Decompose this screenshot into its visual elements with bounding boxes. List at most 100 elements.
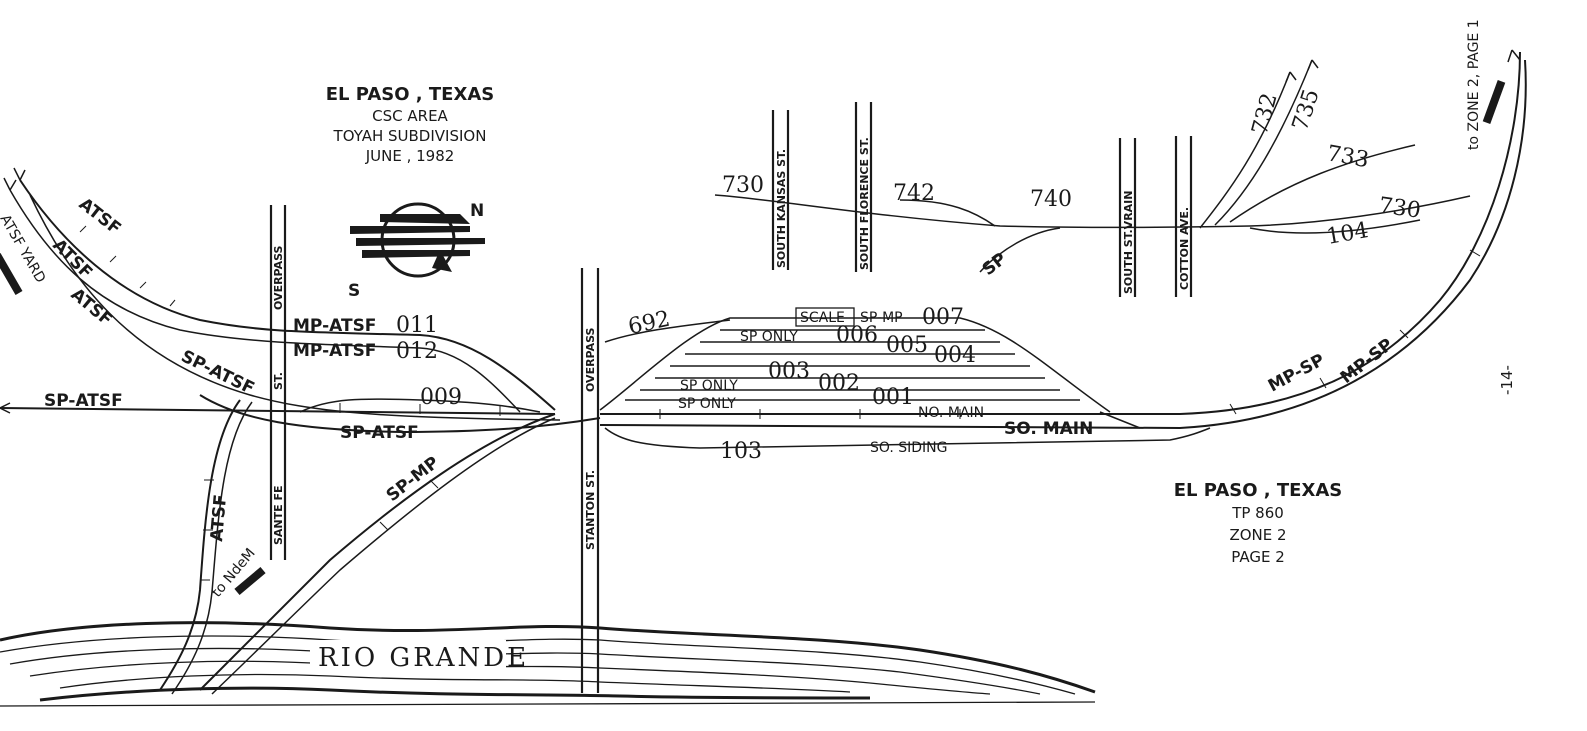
track-sp-branch: [979, 227, 1061, 273]
label-t730-right: 730: [1377, 193, 1422, 224]
street-kansas: [771, 110, 790, 270]
label-sp-atsf-upper: SP-ATSF: [178, 347, 258, 399]
track-732: [1199, 71, 1291, 229]
compass-north: N: [470, 201, 484, 221]
street-label-santa-fe-overpass: OVERPASS: [272, 245, 285, 310]
footer-line-2: TP 860: [1231, 504, 1284, 522]
footer-line-4: PAGE 2: [1231, 548, 1285, 566]
track-sp-upper: [714, 194, 1471, 229]
label-t003: 003: [768, 359, 810, 384]
label-t012: 012: [396, 339, 438, 364]
page-number: -14-: [1498, 365, 1516, 395]
track-735: [1214, 59, 1313, 226]
label-t007-owner: SP-MP: [860, 310, 903, 326]
track-mp-sp-main: [600, 51, 1521, 415]
track-so-siding: [604, 427, 1211, 449]
street-florence: [854, 102, 873, 272]
label-sp-upper: SP: [979, 249, 1011, 280]
title-line-1: EL PASO , TEXAS: [326, 84, 495, 105]
street-label-kansas: SOUTH KANSAS ST.: [775, 149, 788, 268]
street-label-stanton-overpass: OVERPASS: [584, 327, 597, 392]
label-t742: 742: [893, 181, 935, 206]
label-t003-owner: SP ONLY: [680, 378, 738, 394]
label-atsf-3: ATSF: [67, 285, 116, 331]
arrow-atsf-upper: [13, 167, 26, 181]
label-t012-owner: MP-ATSF: [293, 341, 376, 361]
label-t011: 011: [396, 313, 438, 338]
track-atsf-middle: [9, 189, 521, 413]
arrow-atsf-middle: [3, 177, 17, 191]
label-t004: 004: [934, 343, 976, 368]
street-cotton: [1174, 136, 1193, 297]
label-t732: 732: [1248, 91, 1283, 138]
street-st-vrain: [1118, 138, 1137, 297]
label-to-ndem: to NdeM: [209, 545, 259, 600]
arrow-sp-atsf-west: [0, 402, 11, 414]
label-t007: 007: [922, 305, 964, 330]
label-to-zone2: to ZONE 2, PAGE 1: [1466, 19, 1482, 150]
label-t103: 103: [720, 439, 762, 464]
street-stanton: [580, 268, 600, 693]
compass-south: S: [348, 281, 360, 301]
ndem-marker: [234, 567, 266, 595]
label-t005: 005: [886, 333, 928, 358]
label-atsf-1: ATSF: [75, 194, 125, 239]
title-line-4: JUNE , 1982: [365, 147, 455, 165]
label-rio-grande: RIO GRANDE: [318, 643, 529, 673]
label-t009: 009: [420, 385, 462, 410]
track-atsf-south-2: [171, 401, 253, 695]
zone2-marker: [1482, 79, 1506, 125]
title-line-2: CSC AREA: [372, 107, 448, 125]
track-atsf-upper: [19, 179, 556, 411]
track-742: [899, 199, 996, 227]
track-733: [1229, 144, 1416, 223]
label-t740: 740: [1030, 187, 1072, 212]
label-t730-left: 730: [722, 173, 764, 198]
track-atsf-lower: [29, 194, 561, 421]
label-mp-sp-1: MP-SP: [1265, 350, 1328, 396]
label-t104: 104: [1325, 218, 1371, 250]
label-t011-owner: MP-ATSF: [293, 316, 376, 336]
street-label-cotton: COTTON AVE.: [1178, 207, 1191, 290]
label-so-siding: SO. SIDING: [870, 440, 948, 456]
footer-line-3: ZONE 2: [1229, 526, 1286, 544]
scale-box: [795, 307, 855, 327]
label-t735: 735: [1288, 86, 1325, 134]
track-104: [1249, 219, 1421, 234]
track-sp-atsf-west: [0, 407, 556, 415]
footer-line-1: EL PASO , TEXAS: [1174, 480, 1343, 501]
rio-grande-river: [0, 621, 1096, 707]
title-line-3: TOYAH SUBDIVISION: [333, 127, 487, 145]
label-t002: 002: [818, 371, 860, 396]
track-mp-sp-main-2: [599, 59, 1527, 430]
label-t001: 001: [872, 385, 914, 410]
arrow-zone2: [1507, 49, 1521, 63]
tracks: [0, 49, 1527, 695]
river-label-bg: [310, 640, 506, 674]
street-santa-fe: [269, 205, 287, 560]
label-t692: 692: [626, 307, 672, 340]
track-ties: [79, 225, 1481, 581]
track-sp-mp-2: [211, 417, 556, 695]
label-scale: SCALE: [800, 310, 845, 326]
label-no-main: NO. MAIN: [918, 405, 984, 421]
track-692: [604, 319, 731, 343]
label-t001-owner: SP ONLY: [678, 396, 736, 412]
atsf-yard-marker: [0, 252, 23, 296]
label-atsf-south: ATSF: [207, 494, 231, 543]
street-label-santa-fe-suffix: ST.: [272, 372, 285, 390]
label-t006-owner: SP ONLY: [740, 329, 798, 345]
track-atsf-south: [159, 399, 241, 691]
compass-logo: [350, 202, 485, 278]
street-label-florence: SOUTH FLORENCE ST.: [858, 137, 871, 270]
label-sp-atsf-left: SP-ATSF: [44, 391, 123, 411]
track-009: [299, 398, 541, 413]
label-so-main: SO. MAIN: [1004, 419, 1093, 439]
track-sp-mp: [199, 413, 556, 691]
street-label-st-vrain: SOUTH ST.VRAIN: [1122, 191, 1135, 294]
track-yard-outline: [599, 317, 1111, 413]
label-t006: 006: [836, 323, 878, 348]
label-sp-atsf-mid: SP-ATSF: [340, 423, 419, 443]
